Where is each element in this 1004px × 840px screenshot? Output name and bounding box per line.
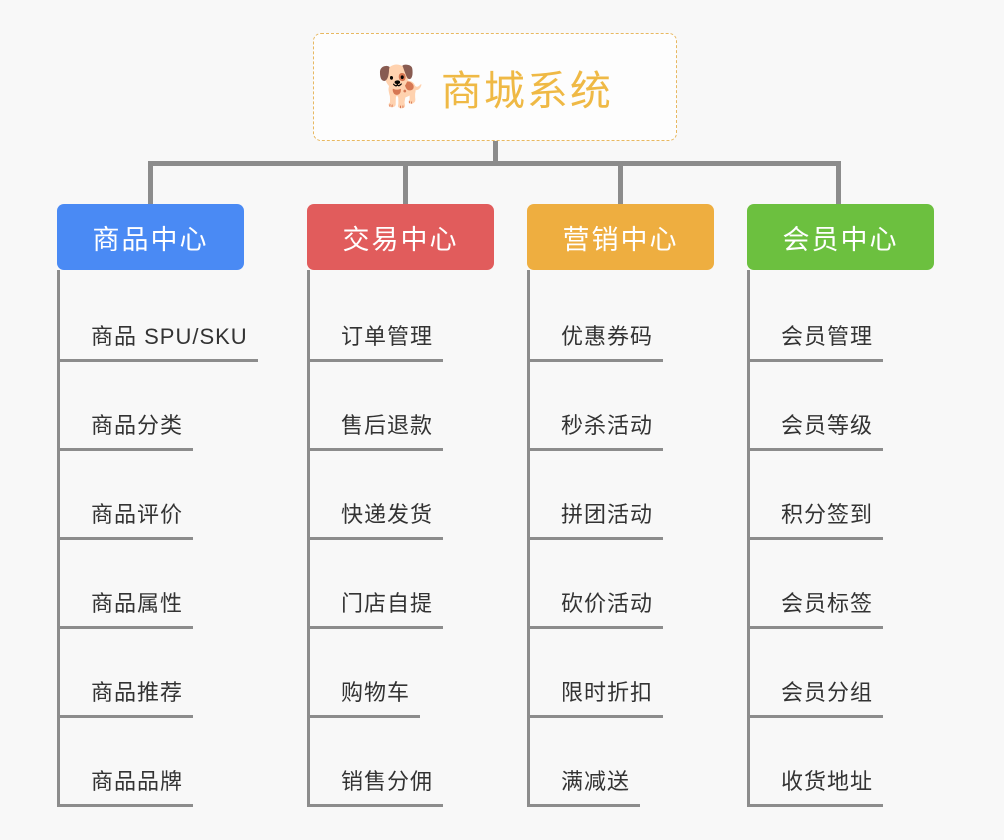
branch-header[interactable]: 商品中心	[57, 204, 244, 270]
branch-item-list: 商品 SPU/SKU 商品分类商品评价商品属性商品推荐商品品牌	[57, 270, 258, 807]
root-node[interactable]: 🐕 商城系统	[313, 33, 677, 141]
branch-item[interactable]: 会员标签	[747, 540, 934, 629]
branch-item-label: 会员管理	[747, 319, 884, 362]
branch-column: 交易中心订单管理售后退款快递发货门店自提购物车销售分佣	[307, 204, 494, 807]
connector-drop-4	[836, 161, 841, 204]
branch-item-label: 快递发货	[307, 497, 444, 540]
branch-item-label: 会员标签	[747, 586, 884, 629]
branch-column: 会员中心会员管理会员等级积分签到会员标签会员分组收货地址	[747, 204, 934, 807]
branch-item[interactable]: 售后退款	[307, 362, 494, 451]
shiba-dog-emoji: 🐕	[377, 65, 427, 109]
branch-item[interactable]: 秒杀活动	[527, 362, 714, 451]
branch-item-label: 积分签到	[747, 497, 884, 540]
root-title: 商城系统	[440, 68, 613, 114]
branch-item-label: 秒杀活动	[527, 408, 664, 451]
branch-item-label: 满减送	[527, 764, 641, 807]
branch-item-label: 优惠券码	[527, 319, 664, 362]
branch-item-label: 销售分佣	[307, 764, 444, 807]
branch-item-label: 限时折扣	[527, 675, 664, 718]
branch-item-list: 订单管理售后退款快递发货门店自提购物车销售分佣	[307, 270, 494, 807]
branch-item-list: 会员管理会员等级积分签到会员标签会员分组收货地址	[747, 270, 934, 807]
branch-item[interactable]: 拼团活动	[527, 451, 714, 540]
branch-item-label: 商品品牌	[57, 764, 194, 807]
branch-item-label: 商品评价	[57, 497, 194, 540]
branch-column: 营销中心优惠券码秒杀活动拼团活动砍价活动限时折扣满减送	[527, 204, 714, 807]
branch-item[interactable]: 满减送	[527, 718, 714, 807]
branch-item-label: 售后退款	[307, 408, 444, 451]
branch-header[interactable]: 会员中心	[747, 204, 934, 270]
branch-item-label: 会员分组	[747, 675, 884, 718]
branch-item-label: 购物车	[307, 675, 421, 718]
branch-item-label: 商品分类	[57, 408, 194, 451]
branch-item-label: 商品 SPU/SKU	[57, 319, 258, 362]
branch-item[interactable]: 商品推荐	[57, 629, 244, 718]
branch-item[interactable]: 限时折扣	[527, 629, 714, 718]
connector-root-stem	[493, 141, 498, 163]
branch-item[interactable]: 会员等级	[747, 362, 934, 451]
branch-item[interactable]: 门店自提	[307, 540, 494, 629]
connector-drop-2	[403, 161, 408, 204]
branch-item[interactable]: 商品 SPU/SKU	[57, 273, 258, 362]
branch-item[interactable]: 收货地址	[747, 718, 934, 807]
branch-item-label: 拼团活动	[527, 497, 664, 540]
branch-item-label: 商品属性	[57, 586, 194, 629]
branch-item[interactable]: 订单管理	[307, 273, 494, 362]
branch-item[interactable]: 会员分组	[747, 629, 934, 718]
branch-item-label: 会员等级	[747, 408, 884, 451]
branch-item[interactable]: 商品属性	[57, 540, 244, 629]
branch-column: 商品中心商品 SPU/SKU 商品分类商品评价商品属性商品推荐商品品牌	[57, 204, 258, 807]
branch-item-label: 收货地址	[747, 764, 884, 807]
branch-item-label: 门店自提	[307, 586, 444, 629]
connector-drop-1	[148, 161, 153, 204]
connector-drop-3	[618, 161, 623, 204]
connector-horizontal-bus	[148, 161, 840, 166]
branch-header[interactable]: 营销中心	[527, 204, 714, 270]
branch-item[interactable]: 砍价活动	[527, 540, 714, 629]
branch-item[interactable]: 快递发货	[307, 451, 494, 540]
branch-item[interactable]: 商品评价	[57, 451, 244, 540]
branch-item[interactable]: 商品分类	[57, 362, 244, 451]
branch-item-label: 砍价活动	[527, 586, 664, 629]
branch-item[interactable]: 购物车	[307, 629, 494, 718]
branch-item-list: 优惠券码秒杀活动拼团活动砍价活动限时折扣满减送	[527, 270, 714, 807]
branch-item-label: 商品推荐	[57, 675, 194, 718]
branch-item[interactable]: 优惠券码	[527, 273, 714, 362]
branch-item[interactable]: 销售分佣	[307, 718, 494, 807]
branch-item[interactable]: 积分签到	[747, 451, 934, 540]
branch-item[interactable]: 会员管理	[747, 273, 934, 362]
branch-item-label: 订单管理	[307, 319, 444, 362]
branch-item[interactable]: 商品品牌	[57, 718, 244, 807]
branch-header[interactable]: 交易中心	[307, 204, 494, 270]
